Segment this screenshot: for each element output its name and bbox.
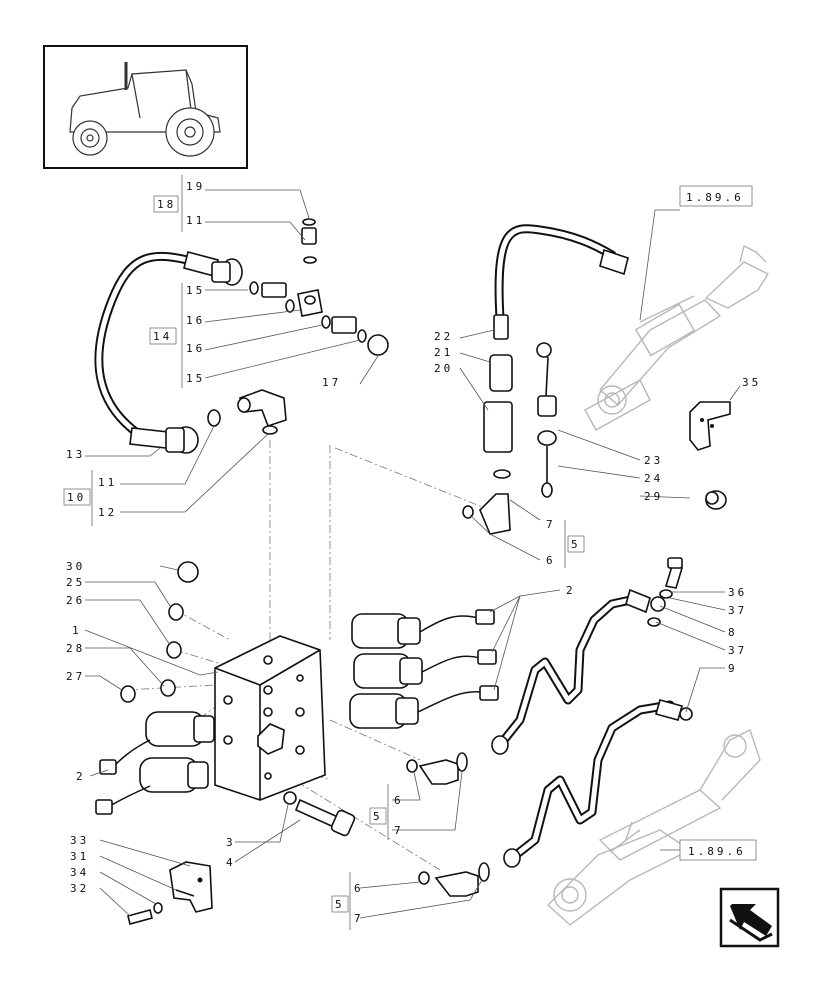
label-34: 34: [70, 866, 89, 879]
label-5-mid: 5: [373, 810, 383, 823]
label-11-top: 11: [186, 214, 205, 227]
label-2-right: 2: [566, 584, 576, 597]
seals-left: [120, 561, 199, 703]
cap-29: [705, 490, 727, 510]
reference-bottom[interactable]: 1.89.6: [688, 845, 746, 858]
hose-13: [94, 251, 243, 454]
label-3: 3: [226, 836, 236, 849]
label-23: 23: [644, 454, 663, 467]
label-29: 29: [644, 490, 663, 503]
label-16-top: 16: [186, 314, 205, 327]
label-21: 21: [434, 346, 453, 359]
tractor-thumbnail-icon: [69, 62, 221, 157]
label-11-mid: 11: [98, 476, 117, 489]
label-22: 22: [434, 330, 453, 343]
label-27: 27: [66, 670, 85, 683]
label-8: 8: [728, 626, 738, 639]
fittings-top-left: [207, 218, 389, 435]
label-7-top: 7: [546, 518, 556, 531]
solenoids-right: [349, 609, 499, 729]
assembly-lines: [124, 440, 491, 871]
leader-lines: [84, 189, 741, 919]
label-6-top: 6: [546, 554, 556, 567]
label-6-bottom: 6: [354, 882, 364, 895]
label-30: 30: [66, 560, 85, 573]
label-18: 18: [157, 198, 176, 211]
hose-top-center: [462, 224, 629, 535]
label-24: 24: [644, 472, 663, 485]
ghost-linkage-lower: [546, 729, 761, 926]
label-17: 17: [322, 376, 341, 389]
ghost-linkage-upper: [584, 244, 770, 431]
next-page-arrow-icon: [729, 904, 773, 942]
label-28: 28: [66, 642, 85, 655]
clip-31-33: [127, 861, 213, 925]
label-5-top: 5: [571, 538, 581, 551]
label-15-top: 15: [186, 284, 205, 297]
part-labels: 19 18 11 15 16 14 16 15 17 13 11 10 12 2…: [63, 180, 761, 925]
bracket-35: [689, 401, 731, 451]
fittings-lower: [406, 752, 490, 897]
reference-boxes: 1.89.6 1.89.6: [679, 185, 757, 861]
label-13: 13: [66, 448, 85, 461]
label-26: 26: [66, 594, 85, 607]
label-6-mid: 6: [394, 794, 404, 807]
label-36: 36: [728, 586, 747, 599]
label-25: 25: [66, 576, 85, 589]
label-14: 14: [153, 330, 172, 343]
label-10: 10: [67, 491, 86, 504]
pipe-upper-9: [491, 557, 684, 755]
label-15-bottom: 15: [186, 372, 205, 385]
label-7-bottom: 7: [354, 912, 364, 925]
label-16-bottom: 16: [186, 342, 205, 355]
solenoids-left: [95, 711, 215, 815]
label-37-top: 37: [728, 604, 747, 617]
label-20: 20: [434, 362, 453, 375]
label-5-bottom: 5: [335, 898, 345, 911]
label-31: 31: [70, 850, 89, 863]
label-4: 4: [226, 856, 236, 869]
next-page-button[interactable]: [719, 887, 780, 948]
label-32: 32: [70, 882, 89, 895]
label-12: 12: [98, 506, 117, 519]
label-33: 33: [70, 834, 89, 847]
label-35: 35: [742, 376, 761, 389]
tractor-thumbnail: [43, 45, 248, 169]
label-37-bottom: 37: [728, 644, 747, 657]
valve-block-1: [214, 635, 326, 801]
reference-top[interactable]: 1.89.6: [686, 191, 744, 204]
pipe-lower-9: [503, 699, 693, 868]
label-9: 9: [728, 662, 738, 675]
label-7-mid: 7: [394, 824, 404, 837]
label-19: 19: [186, 180, 205, 193]
label-1: 1: [72, 624, 82, 637]
label-2-left: 2: [76, 770, 86, 783]
bolt-3-4: [283, 791, 356, 837]
label-brackets: [91, 175, 566, 930]
